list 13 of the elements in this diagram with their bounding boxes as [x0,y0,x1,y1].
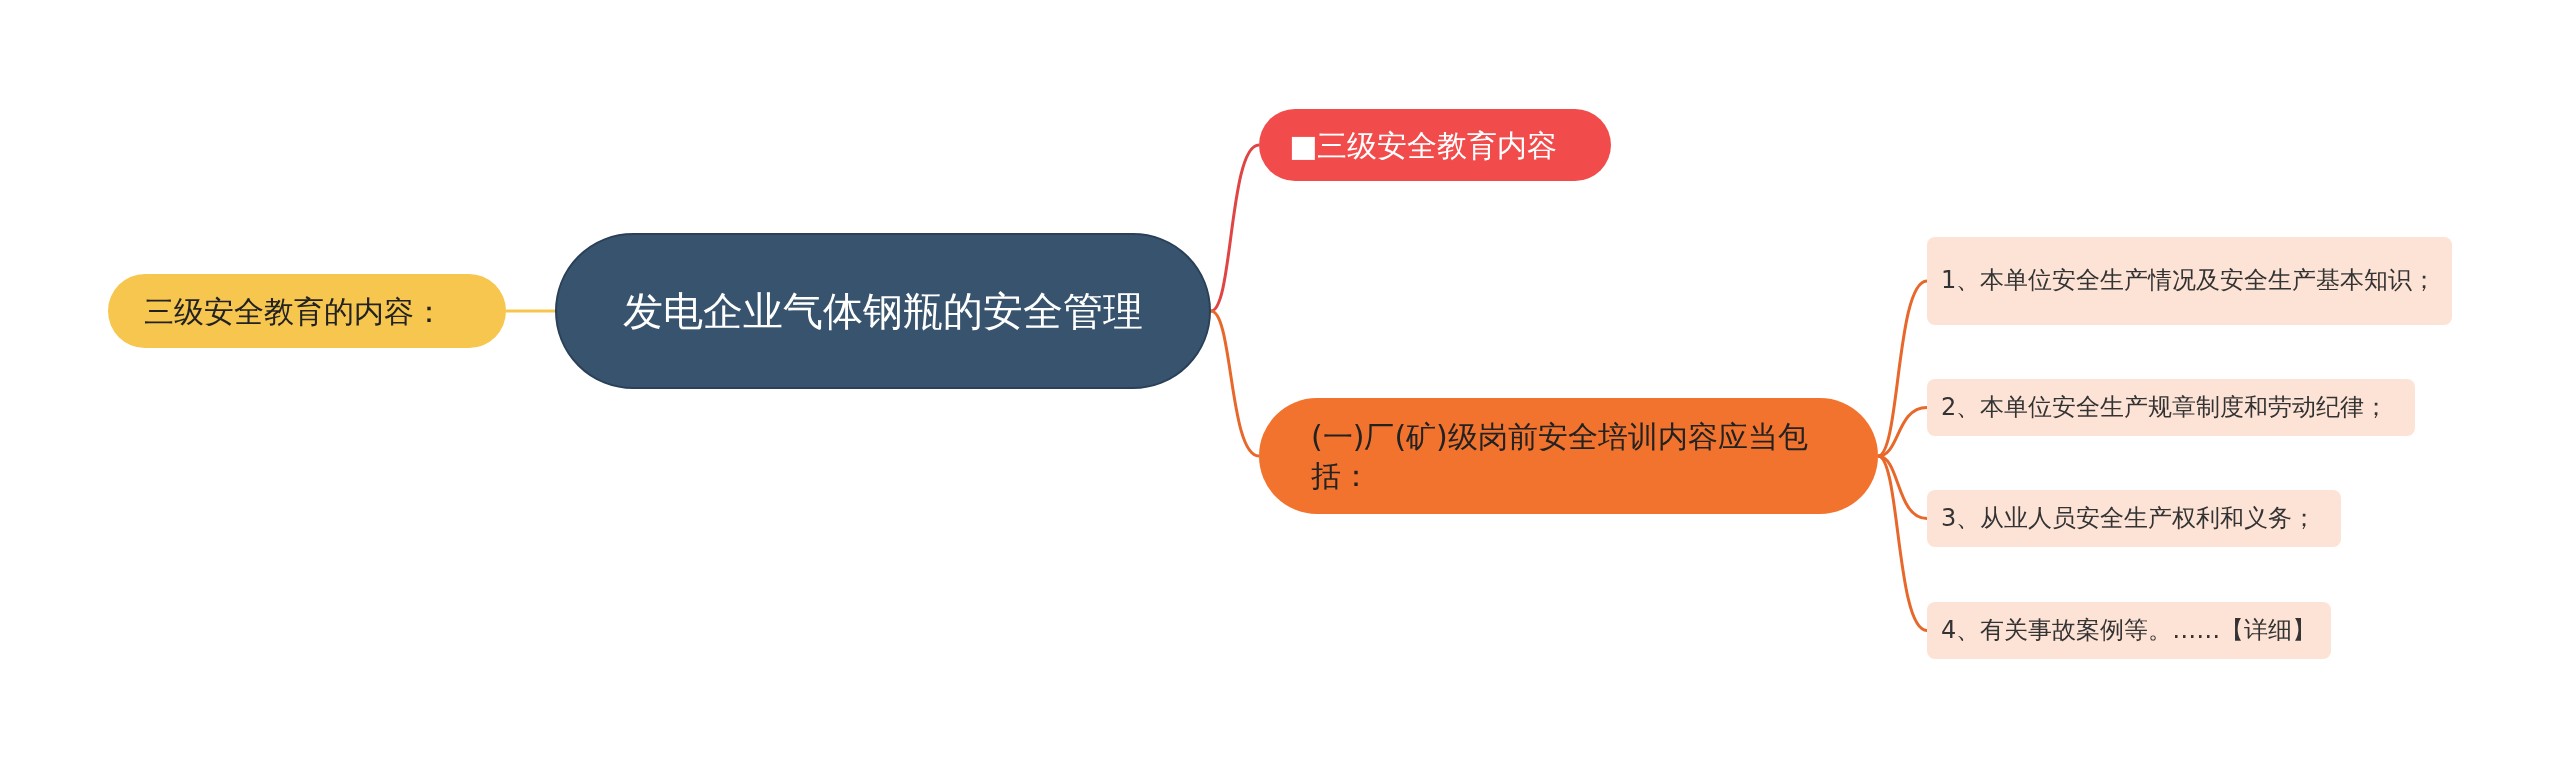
topic-box: ■三级安全教育内容 [1259,109,1611,181]
central-topic-box: 发电企业气体钢瓶的安全管理 [555,233,1211,389]
subtopic-box: 2、本单位安全生产规章制度和劳动纪律； [1927,379,2415,436]
topic-box: (一)厂(矿)级岗前安全培训内容应当包括： [1259,398,1878,514]
connector-line [1210,309,1260,458]
subtopic-box: 4、有关事故案例等。……【详细】 [1927,602,2331,659]
subtopic-box: 3、从业人员安全生产权利和义务； [1927,490,2341,547]
connector-line [1877,406,1928,458]
connector-line [1210,143,1260,313]
subtopic-box: 1、本单位安全生产情况及安全生产基本知识； [1927,237,2452,325]
topic-box: 三级安全教育的内容： [108,274,506,348]
connector-line [506,309,555,313]
connector-line [1877,454,1928,632]
